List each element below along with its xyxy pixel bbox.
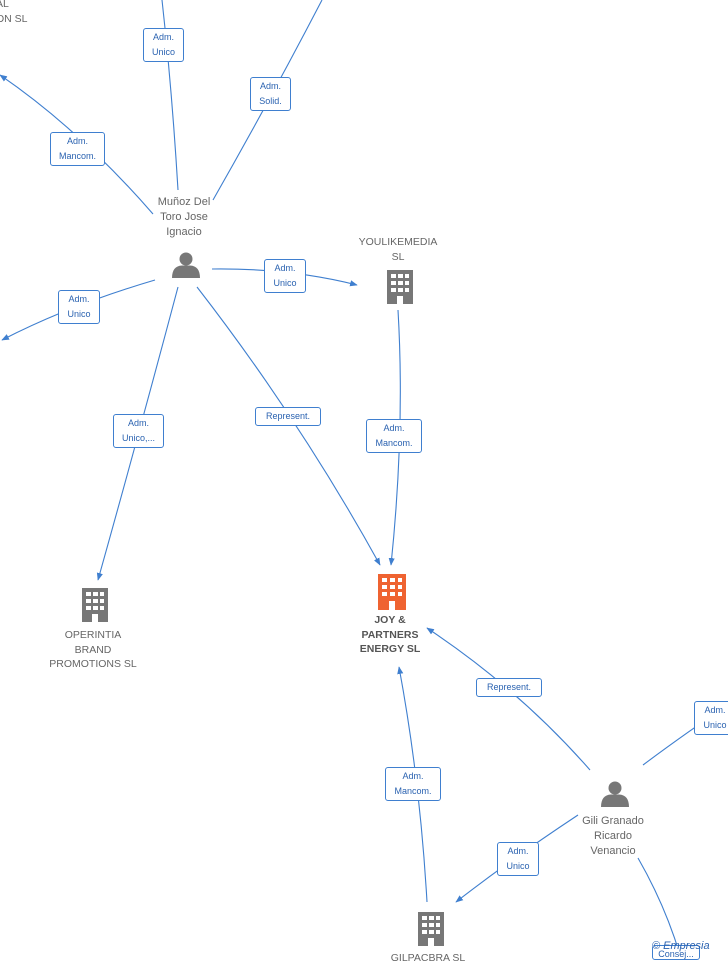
edge-munoz-joy (196, 286, 381, 566)
node-label-munoz[interactable]: Muñoz Del Toro Jose Ignacio (157, 196, 211, 238)
edge-label[interactable]: Adm. Mancom. (366, 419, 422, 453)
edge-label[interactable]: Adm. Mancom. (385, 767, 441, 801)
edge-label[interactable]: Adm. Unico,... (113, 414, 164, 448)
node-label-top-left-company[interactable]: AL ON SL (0, 0, 28, 25)
edge-label[interactable]: Adm. Solid. (250, 77, 291, 111)
edge-label[interactable]: Adm. Mancom. (50, 132, 105, 166)
edge-label[interactable]: Adm. Unico (143, 28, 184, 62)
brand-watermark: © Empresia (652, 940, 710, 952)
edge-gili-consej (637, 857, 681, 956)
focus-building-icon[interactable] (378, 574, 406, 610)
edge-label[interactable]: Represent. (255, 407, 321, 426)
building-icon[interactable] (387, 270, 413, 304)
node-label-joy[interactable]: JOY & PARTNERS ENERGY SL (359, 614, 421, 655)
node-label-gili[interactable]: Gili Granado Ricardo Venancio (582, 815, 644, 857)
edge-label[interactable]: Adm. Unico (497, 842, 539, 876)
edge-label[interactable]: Represent. (476, 678, 542, 697)
node-label-operintia[interactable]: OPERINTIA BRAND PROMOTIONS SL (49, 629, 137, 670)
edge-gili-joy (426, 627, 591, 771)
building-icon[interactable] (418, 912, 444, 946)
node-label-gilpacbra[interactable]: GILPACBRA SL (390, 952, 466, 964)
person-icon[interactable] (601, 781, 629, 808)
edge-label[interactable]: Adm. Unico (694, 701, 728, 735)
building-icon[interactable] (82, 588, 108, 622)
edge-label[interactable]: Adm. Unico (58, 290, 100, 324)
person-icon[interactable] (172, 252, 200, 279)
edge-munoz-top1 (161, 0, 179, 191)
node-label-youlikemedia[interactable]: YOULIKEMEDIA SL (358, 236, 438, 263)
edge-label[interactable]: Adm. Unico (264, 259, 306, 293)
